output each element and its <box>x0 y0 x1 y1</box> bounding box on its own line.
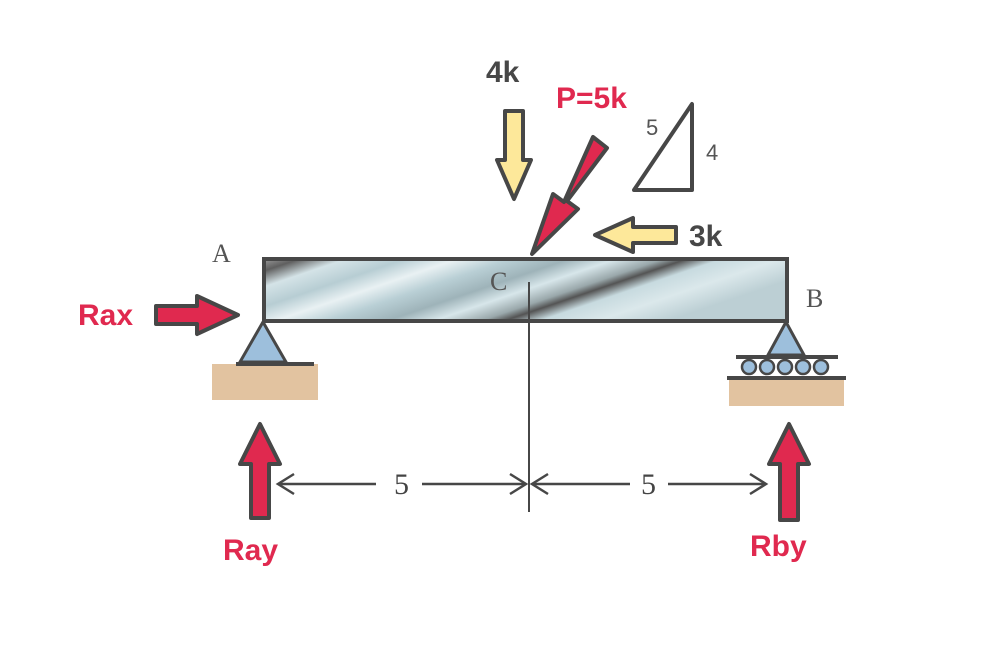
point-label-a: A <box>212 239 231 268</box>
beam <box>262 257 789 323</box>
pin-support-icon <box>212 318 318 400</box>
reaction-ax-arrow <box>154 294 240 336</box>
point-label-c: C <box>490 267 507 296</box>
slope-rise-label: 4 <box>706 140 718 165</box>
reaction-by-arrow <box>767 422 811 522</box>
point-label-b: B <box>806 284 823 313</box>
load-p-label: P=5k <box>556 82 627 115</box>
load-3k-arrow <box>593 216 678 254</box>
reaction-ay-label: Ray <box>223 534 278 567</box>
load-p-arrow <box>530 135 609 256</box>
reaction-ax-label: Rax <box>78 299 133 332</box>
reaction-by-label: Rby <box>750 530 807 563</box>
roller-support-icon <box>727 318 846 406</box>
dimension-left <box>275 472 529 496</box>
dimension-right <box>529 472 769 496</box>
dimension-right-label: 5 <box>641 468 656 501</box>
reaction-ay-arrow <box>238 422 282 520</box>
dimension-left-label: 5 <box>394 468 409 501</box>
slope-triangle <box>632 102 694 192</box>
load-4k-label: 4k <box>486 56 520 89</box>
load-4k-arrow <box>495 109 533 201</box>
slope-hypotenuse-label: 5 <box>646 115 658 140</box>
load-3k-label: 3k <box>689 220 723 253</box>
